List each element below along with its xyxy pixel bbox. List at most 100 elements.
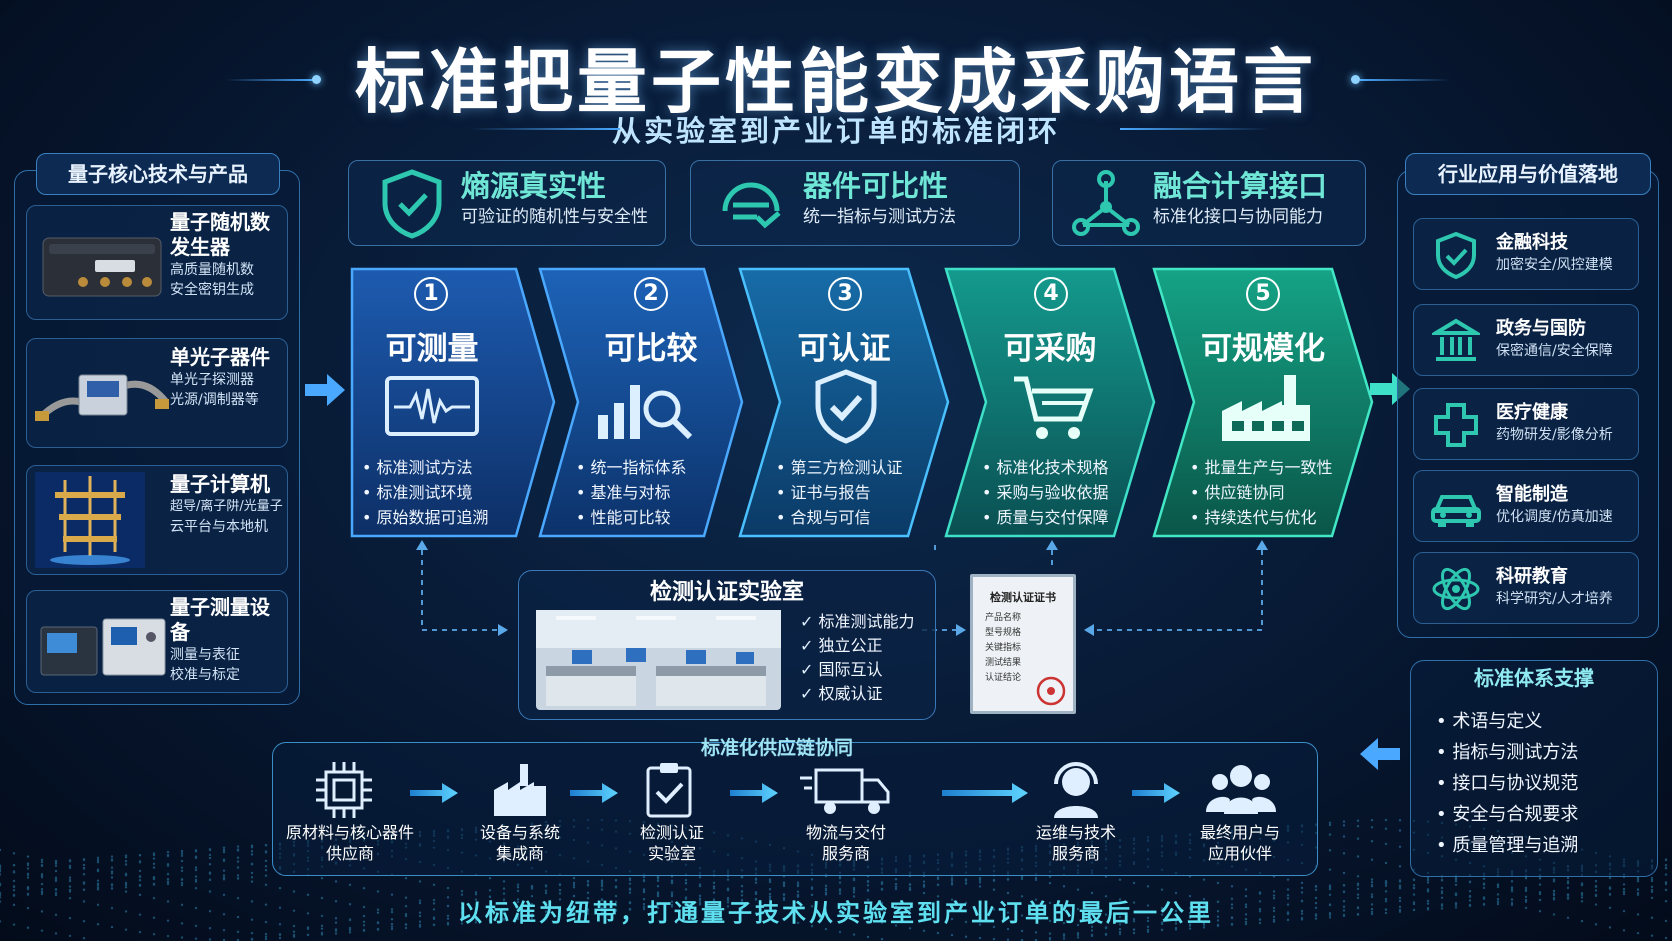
product-card-qrng[interactable]: 量子随机数发生器 高质量随机数 安全密钥生成 [26, 205, 288, 320]
step-number: 2 [634, 277, 668, 311]
supply-chain-node[interactable]: 最终用户与应用伙伴 [1180, 822, 1300, 864]
step-bullets: 标准测试方法 标准测试环境 原始数据可追溯 [362, 455, 489, 530]
government-building-icon [1432, 318, 1480, 361]
node-label: 最终用户与 [1199, 823, 1280, 842]
check-circle-icon: ✓ [800, 612, 819, 631]
app-desc: 优化调度/仿真加速 [1496, 509, 1613, 525]
app-card-manufacturing[interactable]: 智能制造优化调度/仿真加速 [1413, 470, 1639, 542]
core-tech-header: 量子核心技术与产品 [36, 153, 280, 195]
step-2-comparable[interactable]: 2 可比较 统一指标体系 基准与对标 性能可比较 [536, 265, 746, 540]
measurement-device-image [40, 618, 166, 676]
feature-card-comparability[interactable]: 器件可比性 统一指标与测试方法 [690, 160, 1020, 246]
supply-chain-node[interactable]: 检测认证实验室 [612, 822, 732, 864]
feature-title: 熵源真实性 [461, 169, 607, 203]
step-number: 3 [828, 277, 862, 311]
quantum-computer-image [35, 472, 145, 568]
app-desc: 科学研究/人才培养 [1496, 591, 1613, 607]
medical-cross-icon [1434, 403, 1478, 447]
step-bullets: 批量生产与一致性 供应链协同 持续迭代与优化 [1190, 455, 1333, 530]
qrng-device-image [42, 237, 162, 297]
node-label: 原材料与核心器件 [285, 823, 414, 842]
step-3-certifiable[interactable]: 3 可认证 第三方检测认证 证书与报告 合规与可信 [736, 265, 952, 540]
step-5-scalable[interactable]: 5 可规模化 批量生产与一致性 供应链协同 持续迭代与优化 [1150, 265, 1376, 540]
app-desc: 加密安全/风控建模 [1496, 257, 1613, 273]
product-desc: 高质量随机数 [170, 262, 254, 278]
step-bullet: 质量与交付保障 [982, 505, 1109, 530]
standards-item: 指标与测试方法 [1436, 737, 1578, 768]
node-label: 服务商 [1051, 844, 1100, 863]
step-bullet: 第三方检测认证 [776, 455, 903, 480]
certificate-line: 测试结果 [985, 658, 1022, 668]
chip-icon [316, 762, 372, 818]
app-card-research[interactable]: 科研教育科学研究/人才培养 [1413, 552, 1639, 624]
atom-icon [1432, 567, 1480, 611]
app-card-government[interactable]: 政务与国防保密通信/安全保障 [1413, 304, 1639, 376]
step-bullet: 原始数据可追溯 [362, 505, 489, 530]
product-card-quantum-computer[interactable]: 量子计算机 超导/离子阱/光量子 云平台与本地机 [26, 465, 288, 575]
step-bullet: 性能可比较 [576, 505, 687, 530]
step-number: 1 [414, 277, 448, 311]
step-title: 可比较 [604, 331, 698, 367]
supply-chain-header: 标准化供应链协同 [700, 737, 853, 759]
step-bullet: 证书与报告 [776, 480, 903, 505]
step-title: 可采购 [1003, 331, 1097, 367]
certificate-title: 检测认证证书 [990, 591, 1056, 604]
supply-chain-node[interactable]: 运维与技术服务商 [1016, 822, 1136, 864]
app-name: 医疗健康 [1496, 402, 1568, 423]
feature-card-entropy[interactable]: 熵源真实性 可验证的随机性与安全性 [348, 160, 666, 246]
step-4-procurable[interactable]: 4 可采购 标准化技术规格 采购与验收依据 质量与交付保障 [942, 265, 1158, 540]
factory-icon [494, 764, 546, 816]
product-desc: 校准与标定 [170, 667, 240, 683]
product-desc: 测量与表征 [170, 647, 240, 663]
product-desc: 光源/调制器等 [170, 392, 259, 408]
lab-title: 检测认证实验室 [649, 580, 804, 605]
title-decor-dot-right [1351, 75, 1360, 84]
subtitle-decor-line-right [1120, 128, 1270, 130]
step-bullet: 标准测试方法 [362, 455, 489, 480]
product-name: 单光子器件 [170, 345, 270, 369]
app-name: 金融科技 [1496, 232, 1568, 253]
step-bullets: 标准化技术规格 采购与验收依据 质量与交付保障 [982, 455, 1109, 530]
standards-header: 标准体系支撑 [1474, 666, 1594, 690]
headset-support-icon [1054, 762, 1098, 818]
step-bullet: 基准与对标 [576, 480, 687, 505]
feature-desc: 可验证的随机性与安全性 [461, 207, 648, 227]
subtitle-decor-line-left [470, 128, 620, 130]
app-card-healthcare[interactable]: 医疗健康药物研发/影像分析 [1413, 388, 1639, 460]
factory-icon [1222, 375, 1310, 441]
step-bullet: 采购与验收依据 [982, 480, 1109, 505]
node-label: 集成商 [495, 844, 544, 863]
certificate-line: 关键指标 [985, 643, 1022, 653]
standards-item: 安全与合规要求 [1436, 799, 1578, 830]
standards-item: 质量管理与追溯 [1436, 830, 1578, 861]
supply-chain-node[interactable]: 原材料与核心器件供应商 [280, 822, 420, 864]
certificate-document[interactable]: 检测认证证书 产品名称 型号规格 关键指标 测试结果 认证结论 [970, 574, 1076, 714]
standards-item: 术语与定义 [1436, 706, 1578, 737]
app-name: 智能制造 [1496, 484, 1568, 505]
feature-card-interface[interactable]: 融合计算接口 标准化接口与协同能力 [1052, 160, 1366, 246]
shield-icon [1436, 231, 1476, 279]
app-card-fintech[interactable]: 金融科技加密安全/风控建模 [1413, 218, 1639, 290]
supply-chain-panel [272, 742, 1318, 876]
footer-slogan: 以标准为纽带，打通量子技术从实验室到产业订单的最后一公里 [458, 899, 1214, 927]
step-1-measurable[interactable]: 1 可测量 标准测试方法 标准测试环境 原始数据可追溯 [348, 265, 558, 540]
supply-chain-node[interactable]: 设备与系统集成商 [450, 822, 590, 864]
product-desc: 超导/离子阱/光量子 [170, 499, 283, 514]
shopping-cart-icon [1014, 376, 1094, 439]
node-label: 服务商 [821, 844, 870, 863]
check-circle-icon: ✓ [800, 684, 819, 703]
step-bullets: 统一指标体系 基准与对标 性能可比较 [576, 455, 687, 530]
compare-gauge-icon [722, 182, 781, 229]
clipboard-check-icon [646, 763, 692, 818]
step-bullet: 批量生产与一致性 [1190, 455, 1333, 480]
product-card-measurement[interactable]: 量子测量设备 测量与表征 校准与标定 [26, 590, 288, 693]
step-bullets: 第三方检测认证 证书与报告 合规与可信 [776, 455, 903, 530]
shield-check-icon [815, 369, 877, 444]
supply-chain-node[interactable]: 物流与交付服务商 [786, 822, 906, 864]
product-card-single-photon[interactable]: 单光子器件 单光子探测器 光源/调制器等 [26, 338, 288, 448]
oscilloscope-icon [385, 376, 479, 436]
node-label: 实验室 [647, 844, 696, 863]
node-label: 检测认证 [639, 823, 704, 842]
cert-connector-lines [922, 540, 1268, 636]
product-desc: 云平台与本地机 [170, 519, 268, 535]
